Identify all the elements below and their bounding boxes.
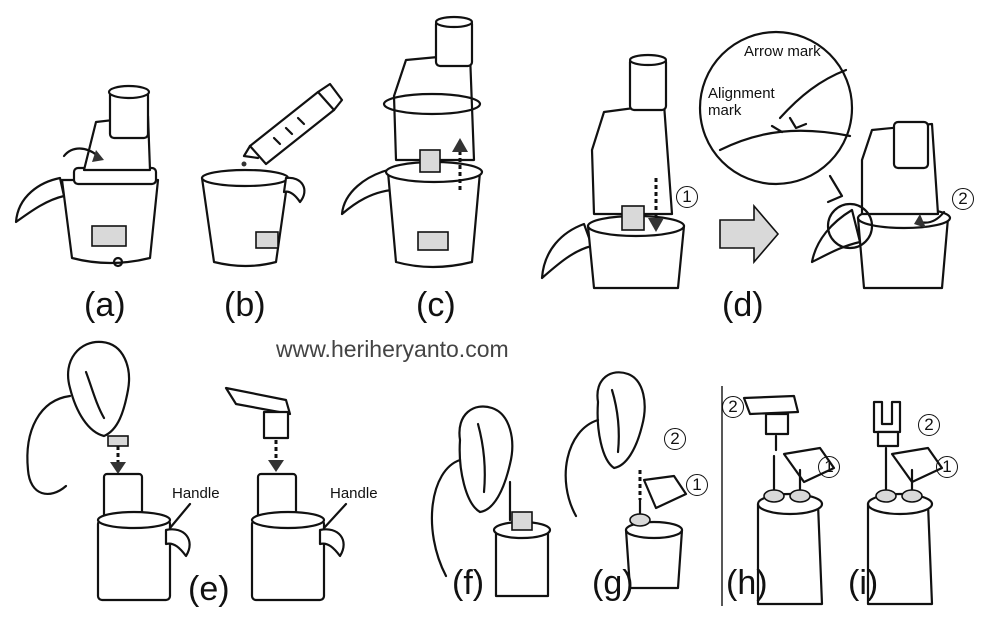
next-step-arrow bbox=[719, 203, 780, 265]
step-label-i: (i) bbox=[848, 564, 879, 602]
marker-2-step-d: 2 bbox=[952, 188, 974, 210]
step-a-illustration bbox=[14, 84, 160, 268]
step-f-illustration bbox=[430, 405, 552, 598]
step-i-illustration bbox=[866, 400, 944, 606]
step-c-illustration bbox=[340, 15, 484, 269]
step-label-f: (f) bbox=[452, 564, 485, 602]
marker-2-step-h: 2 bbox=[722, 396, 744, 418]
marker-1-step-h: 1 bbox=[818, 456, 840, 478]
handle-label-mask: Handle bbox=[172, 485, 220, 502]
marker-2-step-i: 2 bbox=[918, 414, 940, 436]
marker-2-step-g: 2 bbox=[664, 428, 686, 450]
step-label-d: (d) bbox=[722, 286, 764, 324]
step-b-illustration bbox=[200, 82, 344, 268]
handle-label-mouthpiece: Handle bbox=[330, 485, 378, 502]
marker-1-step-i: 1 bbox=[936, 456, 958, 478]
watermark-text: www.heriheryanto.com bbox=[276, 336, 509, 362]
marker-1-step-g: 1 bbox=[686, 474, 708, 496]
step-d-illustration bbox=[540, 30, 952, 290]
detail-magnifier bbox=[698, 30, 854, 186]
step-g-illustration bbox=[564, 371, 688, 590]
step-label-e: (e) bbox=[188, 570, 230, 608]
alignment-mark-label-line2: mark bbox=[708, 102, 742, 119]
step-label-h: (h) bbox=[726, 564, 768, 602]
step-label-g: (g) bbox=[592, 564, 634, 602]
step-label-c: (c) bbox=[416, 286, 456, 324]
arrow-mark-label: Arrow mark bbox=[744, 43, 821, 60]
step-e-illustration bbox=[26, 340, 348, 602]
step-label-a: (a) bbox=[84, 286, 126, 324]
step-h-illustration bbox=[742, 394, 836, 606]
marker-1-step-d: 1 bbox=[676, 186, 698, 208]
alignment-mark-label-line1: Alignment bbox=[708, 85, 775, 102]
step-label-b: (b) bbox=[224, 286, 266, 324]
